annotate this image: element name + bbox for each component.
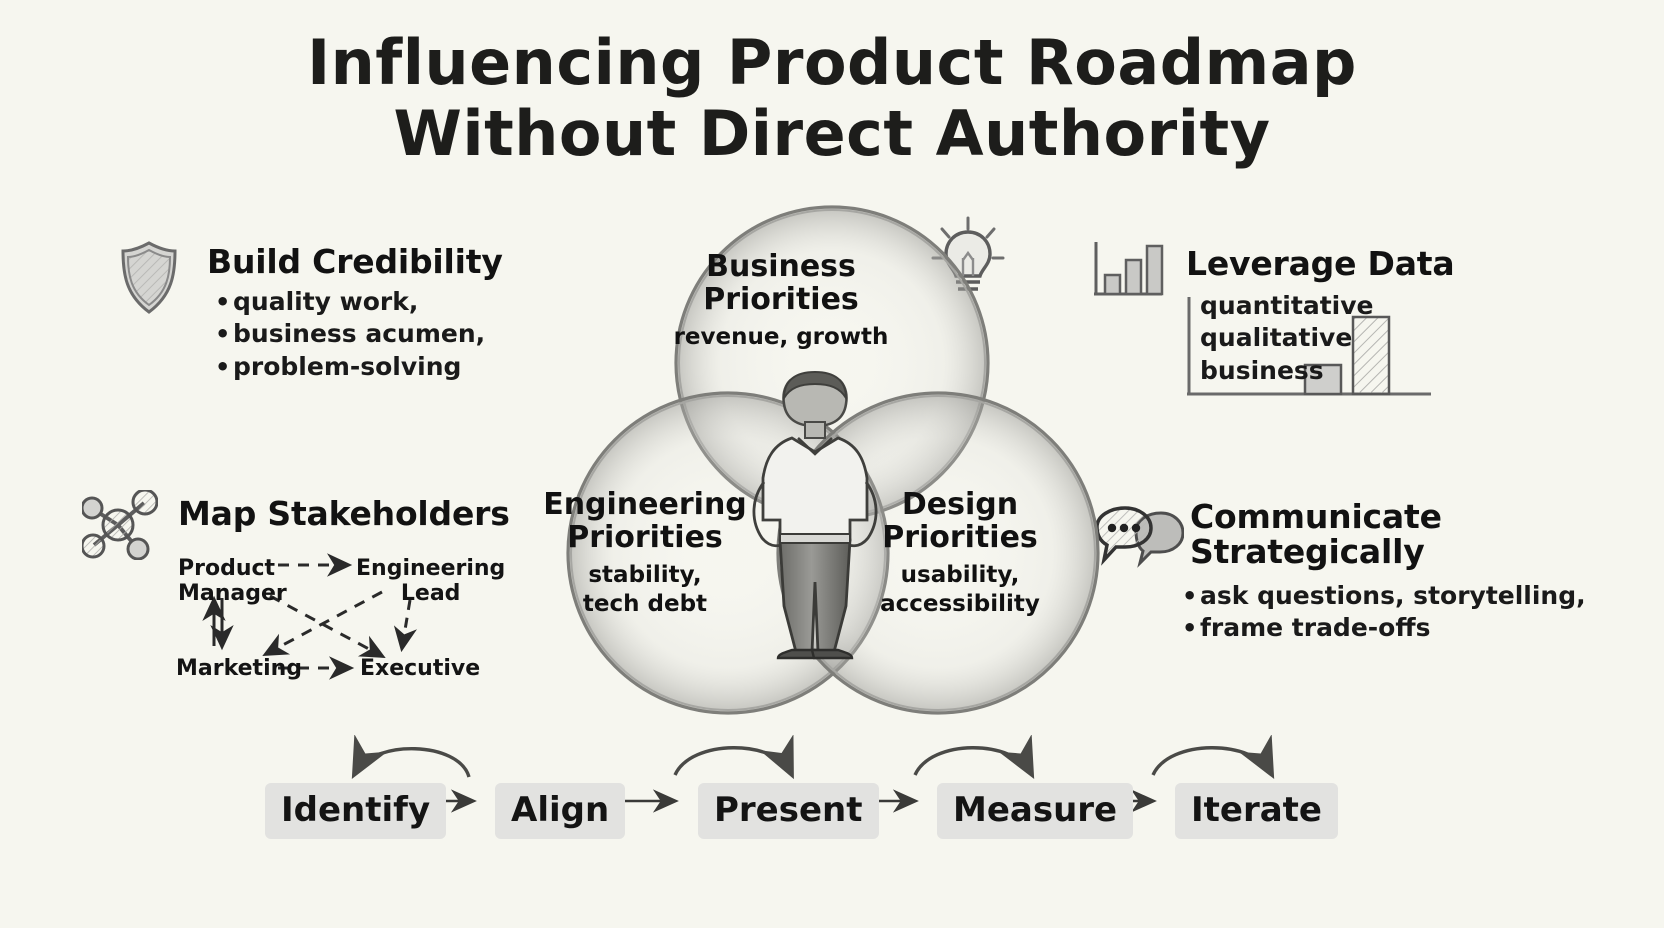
list-item: business acumen, (215, 318, 503, 351)
venn-head-line-2: Priorities (567, 520, 723, 555)
list-item: problem-solving (215, 351, 503, 384)
venn-sub-line-2: accessibility (880, 591, 1040, 618)
flow-step-present[interactable]: Present (698, 783, 879, 839)
stakeholder-node-marketing: Marketing (176, 656, 303, 681)
communicate-bullet-list: ask questions, storytelling, frame trade… (1182, 580, 1586, 645)
flow-step-iterate[interactable]: Iterate (1175, 783, 1338, 839)
stakeholder-node-executive: Executive (360, 656, 481, 681)
node-label-line-1: Product (178, 556, 276, 581)
venn-sub-line-2: tech debt (582, 591, 708, 618)
flow-step-measure[interactable]: Measure (937, 783, 1134, 839)
flow-step-align[interactable]: Align (495, 783, 626, 839)
process-flow: Identify Align Present Measure Iterate (255, 735, 1375, 845)
node-label-line-2: Manager (178, 581, 287, 607)
venn-head-line-1: Business (706, 249, 856, 284)
section-title: Communicate Strategically (1190, 497, 1586, 571)
flow-arrows (351, 735, 1275, 813)
section-title: Build Credibility (207, 242, 503, 281)
leverage-data-backdrop-chart (1185, 295, 1435, 405)
stakeholder-node-engineering-lead: Engineering Lead (356, 556, 505, 607)
section-title-line-1: Communicate (1190, 497, 1442, 536)
venn-label-business-priorities: Business Priorities revenue, growth (616, 250, 946, 351)
person-illustration (730, 370, 900, 664)
title-line-1: Influencing Product Roadmap (307, 26, 1357, 99)
venn-head-line-2: Priorities (882, 520, 1038, 555)
network-icon (80, 488, 159, 564)
venn-sub-line-1: usability, (900, 562, 1020, 588)
section-leverage-data: Leverage Data quantitative qualitative b… (1186, 244, 1455, 388)
credibility-bullet-list: quality work, business acumen, problem-s… (215, 286, 503, 384)
list-item: ask questions, storytelling, (1182, 580, 1586, 613)
venn-head-line-1: Engineering (543, 487, 747, 522)
section-title-line-2: Strategically (1190, 531, 1425, 571)
section-communicate-strategically: Communicate Strategically ask questions,… (1190, 497, 1586, 645)
list-item: frame trade-offs (1182, 612, 1586, 645)
section-map-stakeholders: Map Stakeholders (178, 494, 510, 533)
list-item: quality work, (215, 286, 503, 319)
node-label-line-1: Engineering (356, 556, 506, 581)
flow-step-identify[interactable]: Identify (265, 783, 447, 839)
venn-label-design-priorities: Design Priorities usability, accessibili… (845, 488, 1075, 618)
section-build-credibility: Build Credibility quality work, business… (207, 242, 503, 384)
list-item: business (1200, 355, 1324, 385)
venn-head-line-1: Design (901, 487, 1019, 522)
bar-chart-icon (1088, 238, 1166, 308)
list-item: qualitative (1200, 323, 1353, 353)
shield-icon (118, 240, 180, 320)
lightbulb-icon (925, 212, 1011, 308)
section-title: Map Stakeholders (178, 494, 510, 533)
list-item: quantitative (1200, 290, 1374, 320)
venn-sub-line-1: stability, (588, 562, 702, 588)
section-title: Leverage Data (1186, 244, 1455, 283)
venn-label-engineering-priorities: Engineering Priorities stability, tech d… (520, 488, 770, 618)
title-line-2: Without Direct Authority (393, 96, 1271, 170)
page-title: Influencing Product Roadmap Without Dire… (0, 26, 1664, 170)
node-label-line-2: Lead (400, 581, 461, 607)
speech-bubbles-icon (1094, 505, 1185, 585)
leverage-item-list: quantitative qualitative business (1200, 290, 1454, 388)
venn-sub: revenue, growth (673, 324, 889, 350)
stakeholder-map-diagram: Product Manager Engineering Lead Marketi… (170, 548, 505, 693)
venn-head-line-2: Priorities (703, 282, 859, 317)
stakeholder-node-product-manager: Product Manager (178, 556, 287, 607)
